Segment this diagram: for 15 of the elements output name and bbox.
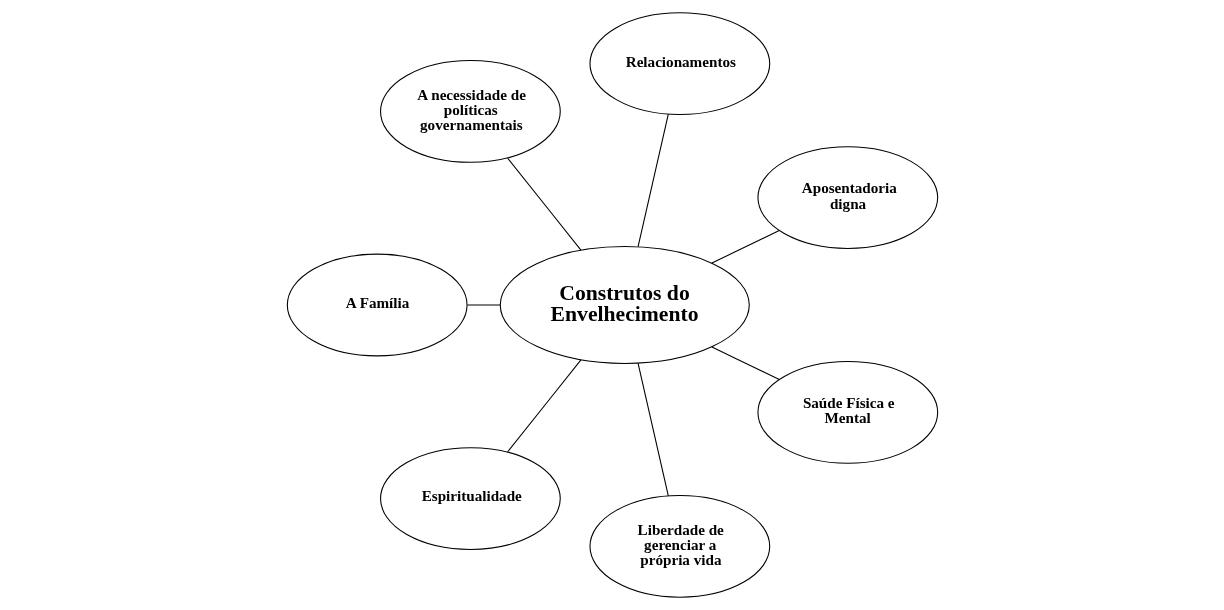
connector [637,113,669,248]
node-ellipse: Aposentadoria digna [756,146,938,249]
node-ellipse: Espiritualidade [379,447,561,550]
node-ellipse: A Família [286,253,468,357]
node-ellipse: Construtos do Envelhecimento [499,246,750,364]
node-ellipse: Relacionamentos [588,12,770,116]
node-ellipse: Liberdade de gerenciar a própria vida [588,494,770,598]
connector [466,304,501,306]
connector [710,346,780,380]
node-ellipse: Saúde Física e Mental [756,361,938,464]
connector [710,230,780,264]
connector [506,157,581,251]
connector [637,362,669,497]
node-ellipse: A necessidade de políticas governamentais [379,60,561,163]
connector [506,359,581,453]
